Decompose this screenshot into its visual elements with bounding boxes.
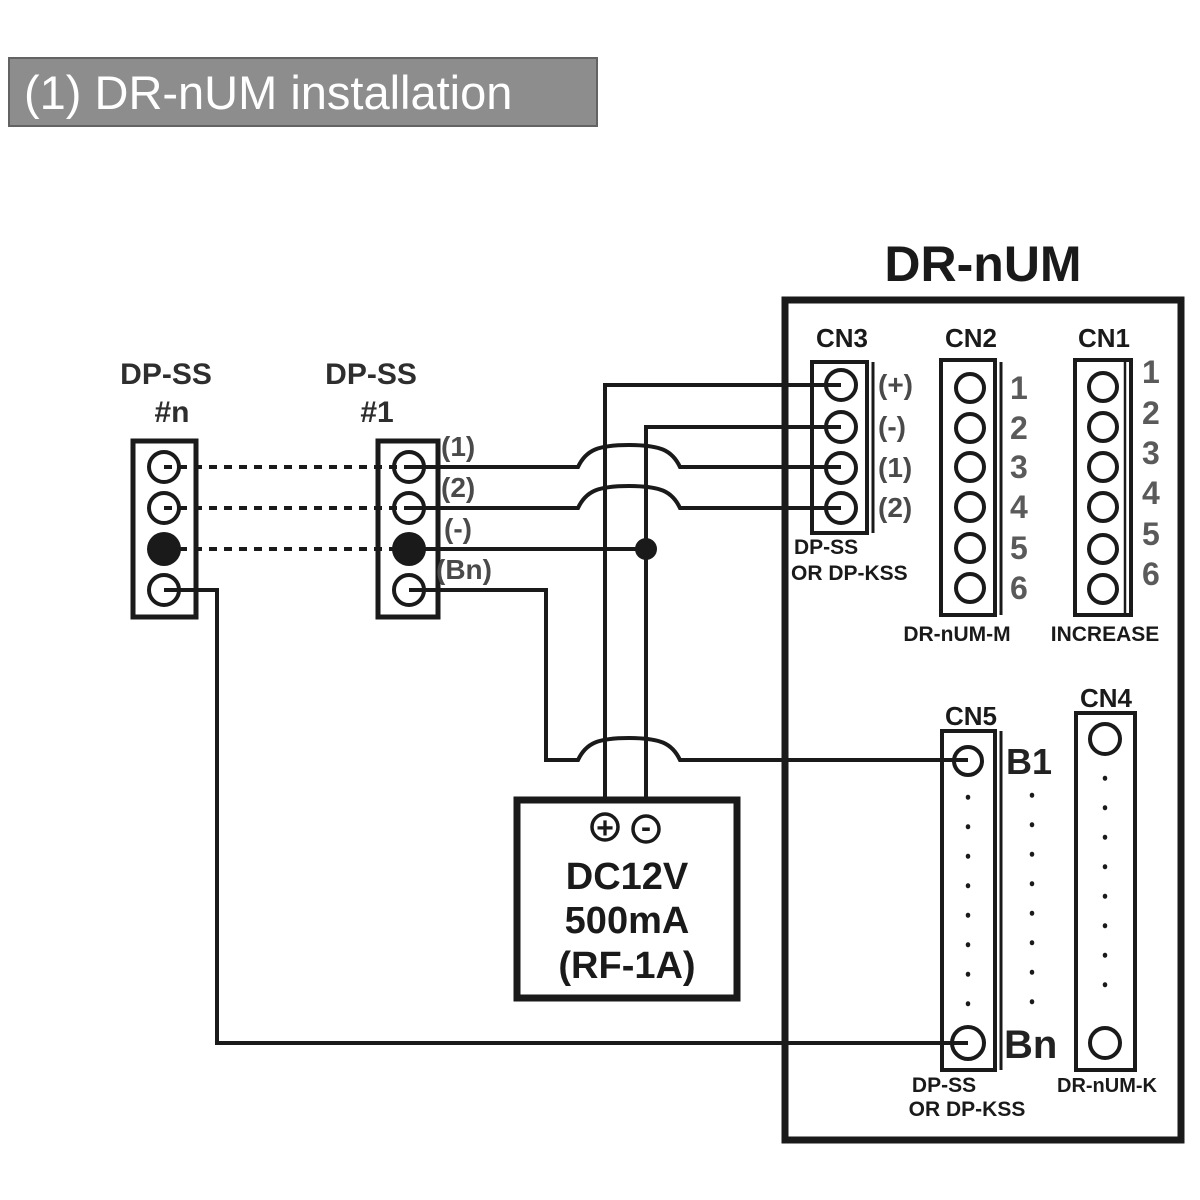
station-1-common-pin-filled (392, 532, 426, 566)
cn2-pin-number: 1 (1010, 370, 1028, 406)
cn3-sub-label-2: OR DP-KSS (791, 562, 908, 585)
cn3-pin-label-2: (2) (878, 492, 912, 523)
cn3-pin-label-plus: (+) (878, 369, 913, 400)
power-plus-wire (603, 383, 841, 814)
cn1-pin-circle (1087, 371, 1119, 403)
device-outline-box (781, 296, 1185, 1144)
power-line-voltage: DC12V (566, 856, 689, 898)
power-line-model: (RF-1A) (558, 945, 695, 987)
cn2-pin-number: 3 (1010, 449, 1028, 485)
wire-label-minus: (-) (444, 513, 472, 544)
cn5-label: CN5 (945, 701, 997, 731)
station-n-bn-wire (164, 588, 968, 1045)
station-1-name: DP-SS (325, 358, 417, 391)
signal-wire-2 (409, 483, 841, 510)
cn3-sub-label-1: DP-SS (794, 536, 858, 559)
cn2-pin-number: 5 (1010, 530, 1028, 566)
cn1-pin-number: 3 (1142, 435, 1160, 471)
cn2-pin-circle (954, 532, 986, 564)
cn1-pin-number: 5 (1142, 516, 1160, 552)
cn1-pin-number: 1 (1142, 354, 1160, 390)
section-title-bar: (1) DR-nUM installation (8, 57, 598, 127)
plus-terminal-glyph: + (596, 812, 614, 845)
cn5-sub-label-1: DP-SS (912, 1074, 976, 1097)
cn5-top-pin-label: B1 (1006, 741, 1052, 782)
minus-terminal-glyph: - (641, 811, 651, 844)
cn3-pin-label-minus: (-) (878, 411, 906, 442)
cn2-pin-circle (954, 572, 986, 604)
cn1-pin-circle (1087, 411, 1119, 443)
cn4-pin-circle (1088, 722, 1122, 756)
station-n-unit: #n (154, 396, 189, 429)
cn2-pin-number: 6 (1010, 570, 1028, 606)
wire-label-bn: (Bn) (436, 554, 492, 585)
cn4-pin-circle (1088, 1026, 1122, 1060)
station-1-bn-wire (409, 588, 968, 762)
cn1-pin-circle (1087, 533, 1119, 565)
cn1-pin-number: 4 (1142, 475, 1160, 511)
station-n-common-pin-filled (147, 532, 181, 566)
cn1-label: CN1 (1078, 323, 1130, 353)
cn5-sub-label-2: OR DP-KSS (909, 1098, 1026, 1121)
cn5-bottom-pin-label: Bn (1004, 1023, 1057, 1067)
cn4-connector-block (1074, 711, 1137, 1072)
cn4-sub-label: DR-nUM-K (1057, 1075, 1158, 1097)
wire-junction-dot (635, 538, 657, 560)
cn2-pin-circle (954, 372, 986, 404)
cn5-connector-block (940, 729, 997, 1072)
cn2-label: CN2 (945, 323, 997, 353)
cn2-pin-circle (954, 491, 986, 523)
station-1-unit: #1 (360, 396, 393, 429)
cn2-pin-number: 4 (1010, 489, 1028, 525)
cn4-label: CN4 (1080, 683, 1133, 713)
device-title: DR-nUM (884, 236, 1081, 292)
wire-label-1: (1) (441, 431, 475, 462)
cn1-pin-number: 2 (1142, 395, 1160, 431)
cn2-pin-circle (954, 412, 986, 444)
section-title: (1) DR-nUM installation (24, 65, 513, 119)
cn3-pin-label-1: (1) (878, 452, 912, 483)
cn1-pin-circle (1087, 573, 1119, 605)
cn3-label: CN3 (816, 323, 868, 353)
plus-terminal-icon (590, 812, 620, 842)
power-supply-box (513, 796, 741, 1002)
cn1-pin-circle (1087, 451, 1119, 483)
cn2-pin-number: 2 (1010, 410, 1028, 446)
cn1-pin-number: 6 (1142, 556, 1160, 592)
cn2-sub-label: DR-nUM-M (903, 623, 1010, 646)
cn2-pin-circle (954, 451, 986, 483)
power-minus-wire (644, 425, 841, 816)
signal-wire-1 (409, 442, 841, 469)
wire-label-2: (2) (441, 472, 475, 503)
power-line-current: 500mA (565, 900, 690, 942)
cn1-sub-label: INCREASE (1051, 623, 1160, 646)
station-n-name: DP-SS (120, 358, 212, 391)
cn1-pin-circle (1087, 491, 1119, 523)
minus-terminal-icon (631, 814, 661, 844)
